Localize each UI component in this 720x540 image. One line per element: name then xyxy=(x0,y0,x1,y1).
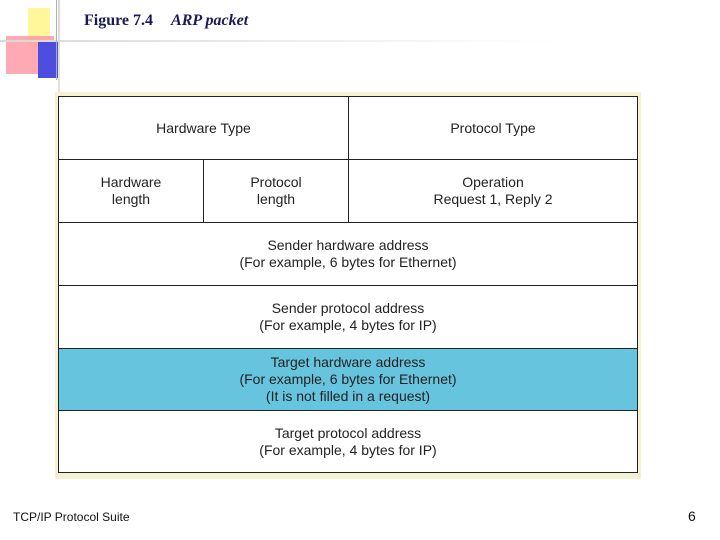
field-label: (For example, 4 bytes for IP) xyxy=(259,441,437,458)
figure-number: Figure 7.4 xyxy=(84,12,154,29)
figure-title: ARP packet xyxy=(171,12,249,29)
field-label: Hardware Type xyxy=(156,119,251,136)
field-label: (For example, 6 bytes for Ethernet) xyxy=(239,371,457,387)
page-number: 6 xyxy=(688,508,696,524)
packet-row-2: Hardware length Protocol length Operatio… xyxy=(59,160,637,223)
decor-blue-square xyxy=(38,40,60,78)
packet-row-5: Target hardware address (For example, 6 … xyxy=(59,349,637,411)
field-target-protocol-address: Target protocol address (For example, 4 … xyxy=(59,411,637,472)
field-label: Sender hardware address xyxy=(267,237,429,253)
field-sender-hardware-address: Sender hardware address (For example, 6 … xyxy=(59,223,637,285)
field-sender-protocol-address: Sender protocol address (For example, 4 … xyxy=(59,286,637,348)
packet-row-4: Sender protocol address (For example, 4 … xyxy=(59,286,637,349)
footer-course-title: TCP/IP Protocol Suite xyxy=(13,510,130,524)
field-label: Target hardware address xyxy=(270,354,426,370)
field-hardware-length: Hardware length xyxy=(59,160,204,222)
packet-row-1: Hardware Type Protocol Type xyxy=(59,97,637,160)
field-label: Request 1, Reply 2 xyxy=(433,191,553,207)
field-label: Hardware xyxy=(100,174,162,190)
field-label: (It is not filled in a request) xyxy=(265,388,431,404)
decor-horizontal-rule xyxy=(0,40,560,42)
field-protocol-length: Protocol length xyxy=(204,160,349,222)
field-label: Target protocol address xyxy=(274,424,422,441)
field-label: Protocol xyxy=(250,174,302,190)
field-label: Operation xyxy=(462,174,524,190)
field-label: (For example, 6 bytes for Ethernet) xyxy=(239,254,457,270)
field-target-hardware-address: Target hardware address (For example, 6 … xyxy=(59,349,637,410)
packet-row-3: Sender hardware address (For example, 6 … xyxy=(59,223,637,286)
field-label: (For example, 4 bytes for IP) xyxy=(259,317,437,333)
field-operation: Operation Request 1, Reply 2 xyxy=(349,160,637,222)
decor-vertical-line xyxy=(56,0,57,80)
field-label: Sender protocol address xyxy=(271,300,425,316)
arp-packet-diagram: Hardware Type Protocol Type Hardware len… xyxy=(58,96,638,473)
field-hardware-type: Hardware Type xyxy=(59,97,349,159)
field-label: length xyxy=(111,191,151,207)
packet-row-6: Target protocol address (For example, 4 … xyxy=(59,411,637,472)
field-label: length xyxy=(256,191,296,207)
field-label: Protocol Type xyxy=(450,119,536,136)
slide-title: Figure 7.4 ARP packet xyxy=(84,12,248,30)
field-protocol-type: Protocol Type xyxy=(349,97,637,159)
